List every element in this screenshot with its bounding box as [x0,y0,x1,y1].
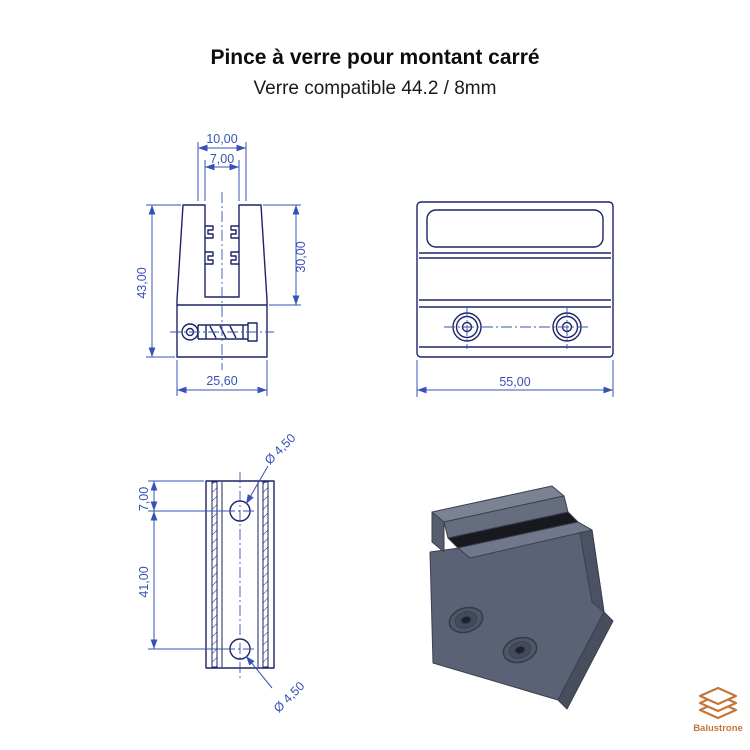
leader-line [245,655,273,689]
leader-line [245,465,269,505]
dim-hole-spacing-label: 41,00 [137,566,151,597]
plan-view-dimension-lines [148,465,273,689]
side-view: 10,00 7,00 30,00 43,00 25,60 [135,132,308,396]
side-view-centerlines [170,192,274,370]
dim-outer-top-width-label: 10,00 [206,132,237,146]
gasket-clip-right-lower [230,251,239,265]
side-view-dimension-lines [146,142,301,396]
gasket-clip-right-upper [230,225,239,239]
brand-name: Balustrone [693,723,743,734]
dim-height-label: 43,00 [135,267,149,298]
front-jaw-top-face [457,521,593,559]
dim-bottom-hole-dia-label: Ø 4,50 [271,679,307,715]
washer-hole [514,645,526,655]
plan-view-centerlines [224,472,256,678]
gasket-strip-left [211,481,218,668]
page-subtitle: Verre compatible 44.2 / 8mm [254,78,497,99]
dim-top-hole-dia-label: Ø 4,50 [262,431,298,467]
brand-logo: Balustrone [693,686,743,734]
front-view: 55,00 [416,201,614,397]
plan-view: 7,00 41,00 Ø 4,50 Ø 4,50 [137,431,307,715]
clamp-front-outline [416,201,614,358]
iso-washer-right [502,636,538,664]
iso-view [429,485,614,710]
front-view-geometry [416,201,614,358]
washer-hole [460,615,472,625]
gasket-clip-left-lower [205,251,214,265]
dim-base-width-label: 25,60 [206,374,237,388]
front-view-centerlines [444,306,590,349]
iso-washer-left [448,606,484,634]
dim-slot-width-label: 7,00 [210,152,234,166]
front-view-dimension-lines [416,360,614,397]
gasket-clip-left-upper [205,225,214,239]
layers-icon [698,686,738,720]
slot-opening [426,209,604,248]
layer-top [698,686,738,706]
dim-top-hole-offset-label: 7,00 [137,487,151,511]
gasket-strip-right [262,481,269,668]
clamp-base-foot [557,611,614,710]
page-title: Pince à verre pour montant carré [210,46,539,69]
side-view-dimension-labels: 10,00 7,00 30,00 43,00 25,60 [135,132,308,388]
dim-width-label: 55,00 [499,375,530,389]
dim-slot-depth-label: 30,00 [294,241,308,272]
clamp-profile-outline [176,204,268,358]
